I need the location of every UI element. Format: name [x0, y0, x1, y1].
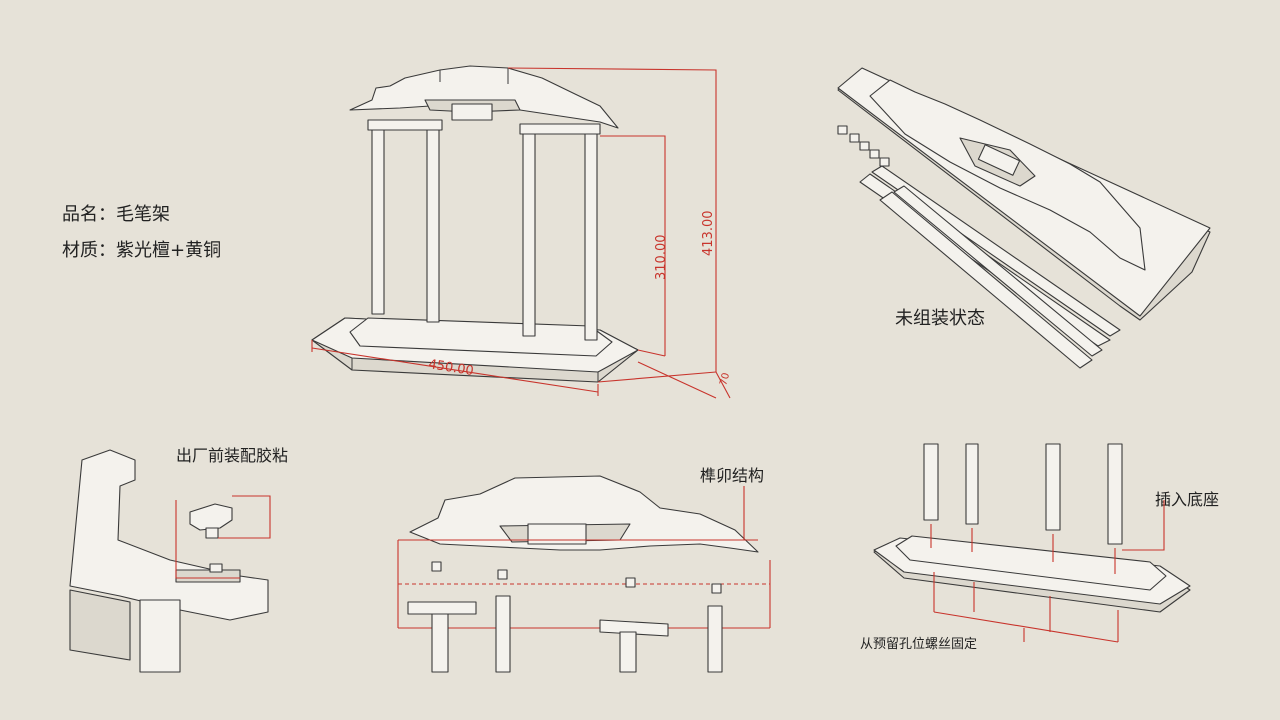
glue-detail: [69, 449, 271, 673]
insert-base-detail: [873, 443, 1191, 643]
unassembled-parts: [837, 67, 1211, 369]
main-dimensions: 310.00 413.00 450.00 70: [311, 67, 732, 399]
screw-fix-label: 从预留孔位螺丝固定: [860, 637, 978, 652]
dim-height-inner: 310.00: [654, 235, 669, 281]
mortise-tenon-label: 榫卯结构: [700, 466, 765, 485]
material: 材质：紫光檀+黄铜: [62, 240, 222, 261]
unassembled-label: 未组装状态: [895, 308, 985, 329]
insert-base-label: 插入底座: [1155, 490, 1220, 509]
assembled-brush-holder: [311, 65, 639, 383]
dim-width: 450.00: [427, 357, 474, 379]
dim-height-total: 413.00: [701, 211, 716, 257]
product-name: 品名：毛笔架: [62, 204, 170, 225]
mortise-tenon-detail: [397, 475, 771, 673]
factory-glue-label: 出厂前装配胶粘: [176, 446, 289, 465]
dim-depth: 70: [718, 372, 732, 387]
